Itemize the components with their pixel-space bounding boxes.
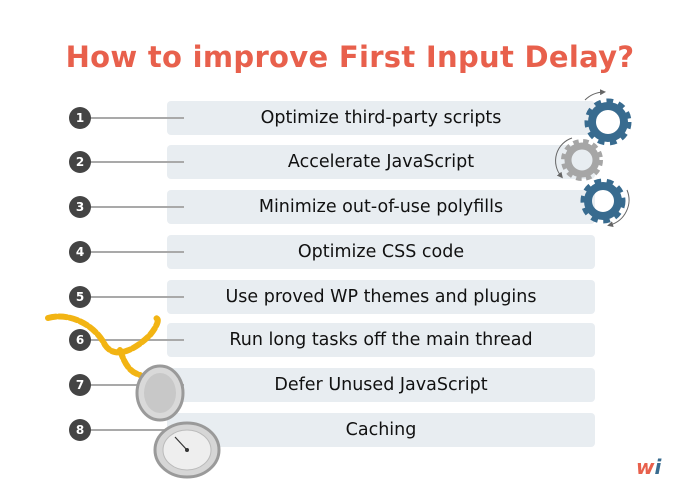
step-row: Accelerate JavaScript 2 <box>0 145 700 179</box>
step-box: Minimize out-of-use polyfills <box>167 190 595 224</box>
step-label: Minimize out-of-use polyfills <box>258 197 504 217</box>
step-label: Accelerate JavaScript <box>287 152 475 172</box>
step-number-badge: 6 <box>69 329 91 351</box>
connector-line <box>90 161 184 163</box>
step-box: Optimize third-party scripts <box>167 101 595 135</box>
connector-line <box>90 251 184 253</box>
connector-line <box>90 206 184 208</box>
step-number-badge: 1 <box>69 107 91 129</box>
step-row: Minimize out-of-use polyfills 3 <box>0 190 700 224</box>
step-box: Run long tasks off the main thread <box>167 323 595 357</box>
connector-line <box>90 384 184 386</box>
step-number-badge: 2 <box>69 151 91 173</box>
step-number-badge: 8 <box>69 419 91 441</box>
step-box: Optimize CSS code <box>167 235 595 269</box>
step-row: Defer Unused JavaScript 7 <box>0 368 700 402</box>
step-row: Optimize third-party scripts 1 <box>0 101 700 135</box>
step-row: Run long tasks off the main thread 6 <box>0 323 700 357</box>
step-box: Caching <box>167 413 595 447</box>
step-row: Optimize CSS code 4 <box>0 235 700 269</box>
connector-line <box>90 117 184 119</box>
step-box: Defer Unused JavaScript <box>167 368 595 402</box>
step-number-badge: 3 <box>69 196 91 218</box>
step-label: Caching <box>345 420 417 440</box>
brand-logo: wi <box>636 455 662 479</box>
step-number-badge: 7 <box>69 374 91 396</box>
step-label: Use proved WP themes and plugins <box>225 287 537 307</box>
step-row: Caching 8 <box>0 413 700 447</box>
step-label: Optimize third-party scripts <box>260 108 502 128</box>
step-number-badge: 5 <box>69 286 91 308</box>
step-number-badge: 4 <box>69 241 91 263</box>
step-row: Use proved WP themes and plugins 5 <box>0 280 700 314</box>
connector-line <box>90 296 184 298</box>
step-box: Use proved WP themes and plugins <box>167 280 595 314</box>
connector-line <box>90 339 184 341</box>
step-label: Defer Unused JavaScript <box>274 375 488 395</box>
page-title: How to improve First Input Delay? <box>65 40 635 74</box>
step-box: Accelerate JavaScript <box>167 145 595 179</box>
step-label: Optimize CSS code <box>297 242 465 262</box>
connector-line <box>90 429 184 431</box>
step-label: Run long tasks off the main thread <box>229 330 533 350</box>
